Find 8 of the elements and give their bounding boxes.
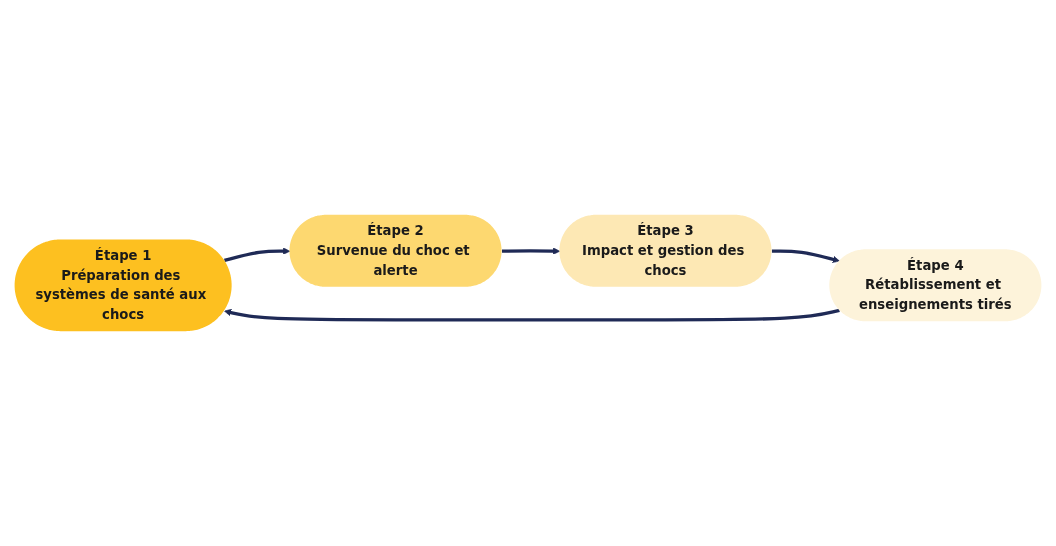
- node-box: Étape 1 Préparation des systèmes de santé aux chocs: [14, 239, 232, 332]
- node-box: Étape 2 Survenue du choc et alerte: [289, 214, 502, 287]
- arrow: [501, 247, 561, 255]
- arrow: [771, 249, 840, 263]
- node-box: Étape 3 Impact et gestion des chocs: [559, 214, 772, 287]
- node-box: Étape 4 Rétablissement et enseignements tirés: [829, 249, 1042, 322]
- arrow: [224, 247, 291, 262]
- arrow: [224, 308, 840, 322]
